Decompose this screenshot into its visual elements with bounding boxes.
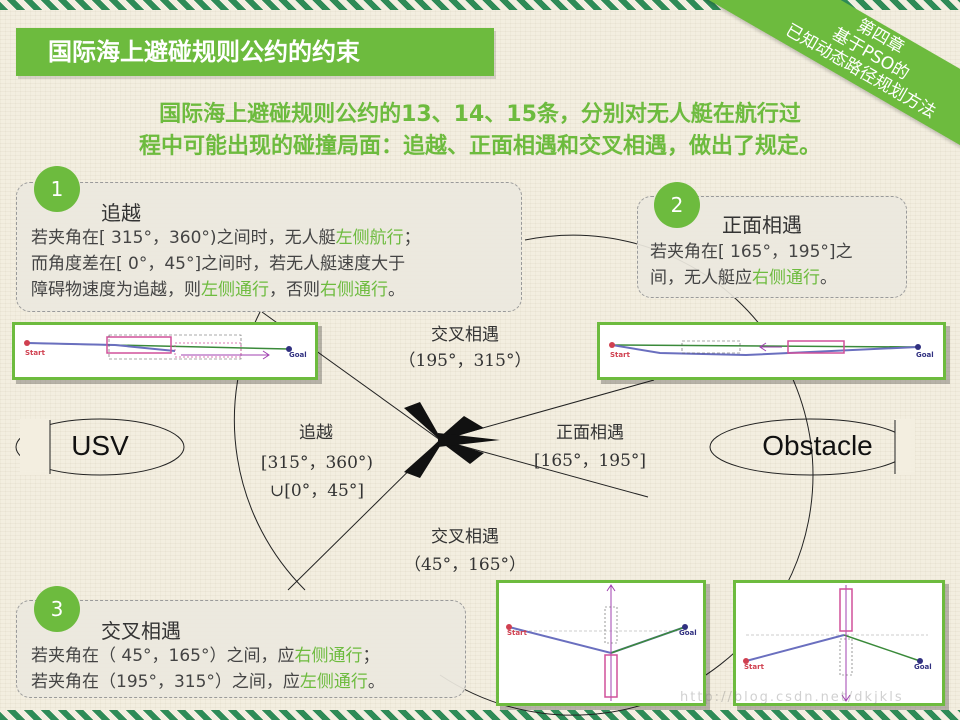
panel-goal-label: Goal xyxy=(289,351,307,359)
headon-sector-range: [165°，195°] xyxy=(533,451,647,471)
rule-card-line: 若夹角在（ 45°，165°）之间，应右侧通行； xyxy=(31,646,380,666)
panel-goal-label: Goal xyxy=(679,629,697,637)
rule-card-line: 障碍物速度为追越，则左侧通行，否则右侧通行。 xyxy=(31,280,405,300)
crossing-path-panel-2: Start Goal xyxy=(733,580,945,706)
rule-card-line: 若夹角在（195°，315°）之间，应左侧通行。 xyxy=(31,672,385,692)
rule-card-title: 正面相遇 xyxy=(722,213,802,237)
panel-start-label: Start xyxy=(744,663,765,671)
rule-number-badge: 2 xyxy=(654,182,700,228)
rule-number-badge: 1 xyxy=(34,166,80,212)
watermark: http://blog.csdn.net/dkjkls xyxy=(680,690,904,705)
rule-card-overtake: 追越 若夹角在[ 315°，360°)之间时，无人艇左侧航行； 而角度差在[ 0… xyxy=(16,182,522,312)
rule-card-crossing: 交叉相遇 若夹角在（ 45°，165°）之间，应右侧通行； 若夹角在（195°，… xyxy=(16,600,466,698)
cross-top-sector-range: （195°，315°） xyxy=(398,351,532,371)
overtake-sector-name: 追越 xyxy=(299,423,333,443)
headon-sector-name: 正面相遇 xyxy=(556,423,624,443)
panel-goal-label: Goal xyxy=(916,351,934,359)
rule-card-title: 交叉相遇 xyxy=(101,619,181,643)
headline-line-1: 国际海上避碰规则公约的13、14、15条，分别对无人艇在航行过 xyxy=(159,102,801,127)
rule-card-line: 若夹角在[ 315°，360°)之间时，无人艇左侧航行； xyxy=(31,228,421,248)
cross-bottom-sector-name: 交叉相遇 xyxy=(431,527,499,547)
panel-start-label: Start xyxy=(25,349,46,357)
rule-number-badge: 3 xyxy=(34,586,80,632)
panel-start-label: Start xyxy=(610,351,631,359)
rule-card-line: 若夹角在[ 165°，195°]之 xyxy=(650,242,853,262)
panel-goal-label: Goal xyxy=(914,663,932,671)
rule-card-line: 间，无人艇应右侧通行。 xyxy=(650,268,837,288)
top-stripe xyxy=(0,0,960,10)
usv-ellipse-mask xyxy=(20,419,50,475)
obstacle-ellipse-mask xyxy=(895,419,915,475)
sector-line-lower-right xyxy=(439,439,649,498)
overtake-sector-range-2: ∪[0°，45°] xyxy=(270,481,364,501)
overtake-sector-range-1: [315°，360°) xyxy=(260,453,374,473)
cross-bottom-sector-range: （45°，165°） xyxy=(403,555,527,575)
headon-path-panel: Start Goal xyxy=(597,322,946,380)
usv-label: USV xyxy=(71,430,129,461)
crossing-path-panel-1: Start Goal xyxy=(496,580,706,706)
rule-card-line: 而角度差在[ 0°，45°]之间时，若无人艇速度大于 xyxy=(31,254,406,274)
ship-bowtie-center xyxy=(438,433,500,447)
page-title: 国际海上避碰规则公约的约束 xyxy=(16,28,494,76)
headline-line-2: 程中可能出现的碰撞局面：追越、正面相遇和交叉相遇，做出了规定。 xyxy=(138,134,821,159)
panel-start-label: Start xyxy=(507,629,528,637)
overtake-path-panel: Start Goal xyxy=(12,322,318,380)
usv-ellipse-border xyxy=(15,418,185,476)
bottom-stripe xyxy=(0,710,960,720)
rule-card-title: 追越 xyxy=(101,201,141,225)
obstacle-label: Obstacle xyxy=(762,430,873,461)
cross-top-sector-name: 交叉相遇 xyxy=(431,325,499,345)
